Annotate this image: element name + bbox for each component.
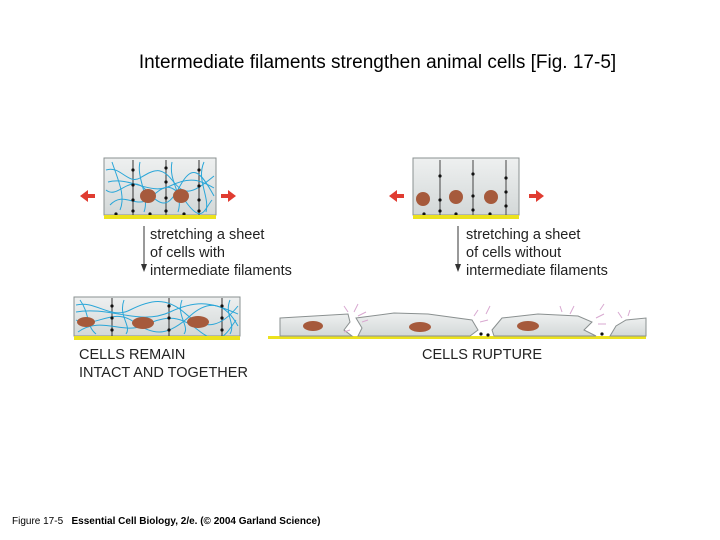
result-rupture: CELLS RUPTURE	[422, 347, 543, 363]
junction-dots	[479, 332, 604, 337]
rupture-marks	[343, 303, 631, 333]
filament-network	[105, 161, 215, 215]
junction-dots	[422, 172, 508, 216]
stretch-arrow-right	[221, 190, 236, 202]
caption-line: stretching a sheet	[150, 227, 265, 243]
stretch-arrow-left	[80, 190, 95, 202]
cell-sheet-without-filaments	[412, 157, 520, 219]
nucleus	[77, 317, 95, 327]
caption-with-filaments: stretching a sheet of cells with interme…	[150, 226, 292, 280]
ruptured-cells	[268, 303, 647, 339]
junction-dots	[110, 304, 224, 332]
basal-lamina	[74, 336, 240, 340]
junction-dots	[114, 166, 201, 216]
basal-lamina	[413, 215, 519, 219]
nucleus	[187, 316, 209, 328]
figure-title: Intermediate filaments strengthen animal…	[138, 52, 617, 73]
nucleus	[140, 189, 156, 203]
caption-line: intermediate filaments	[466, 263, 608, 279]
result-line: INTACT AND TOGETHER	[79, 365, 248, 381]
result-line: CELLS REMAIN	[79, 347, 186, 363]
credit-source: Essential Cell Biology, 2/e. (© 2004 Gar…	[71, 516, 321, 527]
nucleus	[409, 322, 431, 332]
caption-without-filaments: stretching a sheet of cells without inte…	[466, 226, 608, 280]
cell-sheet-with-filaments	[103, 157, 217, 219]
result-intact: CELLS REMAIN INTACT AND TOGETHER	[79, 346, 248, 382]
ruptured-cell	[491, 313, 597, 337]
basal-lamina	[104, 215, 216, 219]
stretch-arrow-right	[529, 190, 544, 202]
caption-line: stretching a sheet	[466, 227, 581, 243]
stretch-arrow-left	[389, 190, 404, 202]
caption-line: intermediate filaments	[150, 263, 292, 279]
nucleus	[303, 321, 323, 331]
figure-credit: Figure 17-5 Essential Cell Biology, 2/e.…	[12, 516, 320, 527]
nucleus	[517, 321, 539, 331]
credit-figure-number: Figure 17-5	[12, 516, 64, 527]
nucleus	[484, 190, 498, 204]
basal-lamina	[268, 336, 646, 339]
stretched-sheet-intact	[73, 296, 241, 340]
caption-line: of cells with	[150, 245, 225, 261]
nucleus	[416, 192, 430, 206]
nucleus	[132, 317, 154, 329]
nucleus	[449, 190, 463, 204]
caption-line: of cells without	[466, 245, 562, 261]
ruptured-cell	[609, 317, 647, 337]
nucleus	[173, 189, 189, 203]
